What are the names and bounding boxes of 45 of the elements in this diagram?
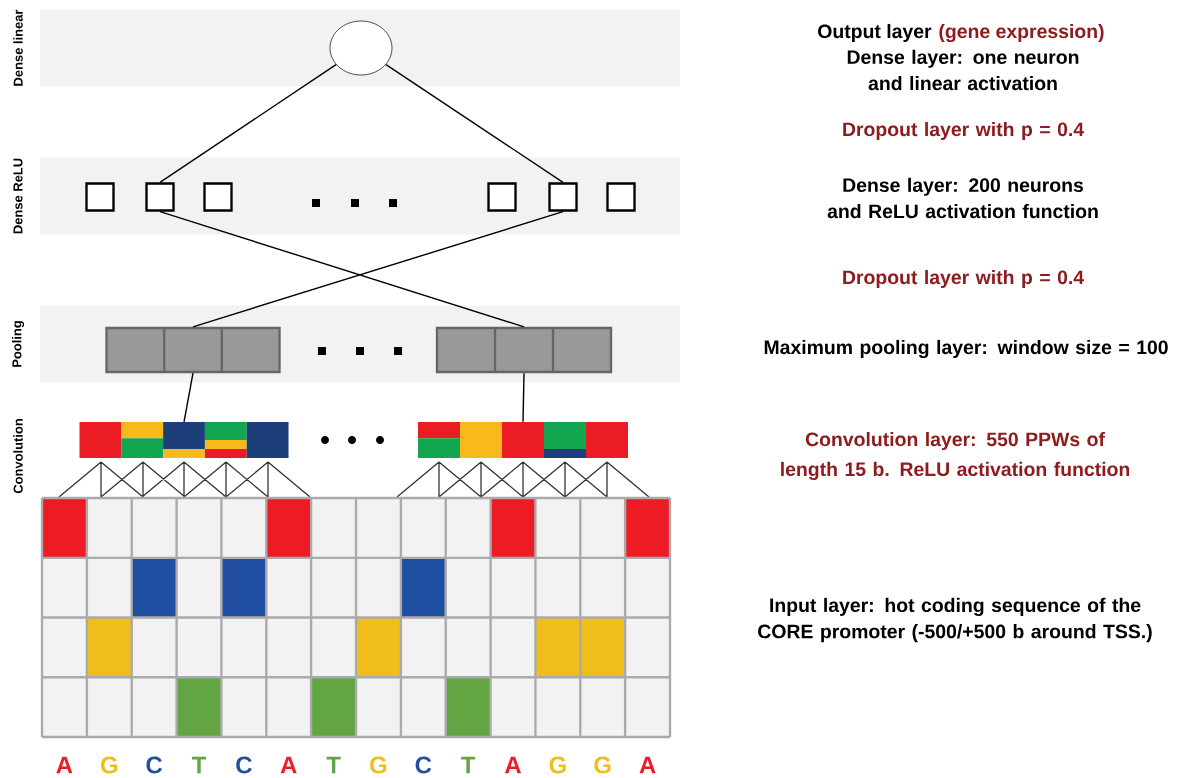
base-letter: A — [280, 756, 297, 774]
layer-description: Convolution layer: 550 PPWs of length 15 b. ReLU activation function — [781, 431, 1130, 481]
connection-line — [159, 64, 337, 184]
neuron-square — [606, 182, 636, 212]
base-letter: G — [101, 756, 118, 774]
dropout-note: Dropout layer with p = 0.4 — [843, 269, 1084, 289]
neuron-square — [487, 182, 517, 212]
layer-description: Dense layer: one neuron and linear activation — [847, 49, 1079, 91]
pooling-block — [105, 326, 281, 374]
layer-description: (gene expression) — [939, 23, 1104, 43]
feature-map — [418, 422, 628, 458]
feature-map — [79, 422, 289, 458]
connection-line — [385, 63, 564, 184]
base-letter: A — [504, 756, 521, 774]
base-letter: G — [594, 756, 611, 774]
base-letter: C — [146, 756, 163, 774]
neuron-circle — [329, 20, 393, 76]
base-letter: G — [370, 756, 387, 774]
layer-description: Dense layer: 200 neurons and ReLU activation function — [827, 177, 1098, 219]
base-letter: G — [549, 756, 566, 774]
base-letter: C — [236, 756, 252, 774]
layer-label: Convolution — [13, 419, 23, 494]
layer-description: Input layer: hot coding sequence of the CORE promoter (-500/+500 b around TSS.) — [758, 597, 1152, 643]
layer-description: Output layer — [818, 23, 932, 43]
dropout-note: Dropout layer with p = 0.4 — [843, 121, 1084, 141]
node-label: Dense linear — [13, 9, 23, 86]
base-letter: A — [639, 756, 656, 774]
base-letter: A — [56, 756, 73, 774]
neuron-square — [203, 182, 233, 212]
connection-line — [159, 210, 525, 328]
connection-line — [522, 372, 525, 423]
node-label: Dense ReLU — [13, 158, 23, 234]
pooling-block — [435, 326, 613, 374]
neuron-square — [85, 182, 115, 212]
connection-line — [192, 210, 564, 328]
base-letter: T — [461, 756, 476, 774]
base-letter: T — [192, 756, 207, 774]
neuron-square — [145, 182, 175, 212]
base-letter: T — [326, 756, 341, 774]
neuron-square — [548, 182, 578, 212]
layer-description: Maximum pooling layer: window size = 100 — [764, 339, 1168, 359]
connection-line — [183, 372, 194, 423]
base-letter: C — [415, 756, 432, 774]
layer-band: Dense linear — [13, 9, 680, 86]
node-label: Pooling — [11, 321, 25, 367]
